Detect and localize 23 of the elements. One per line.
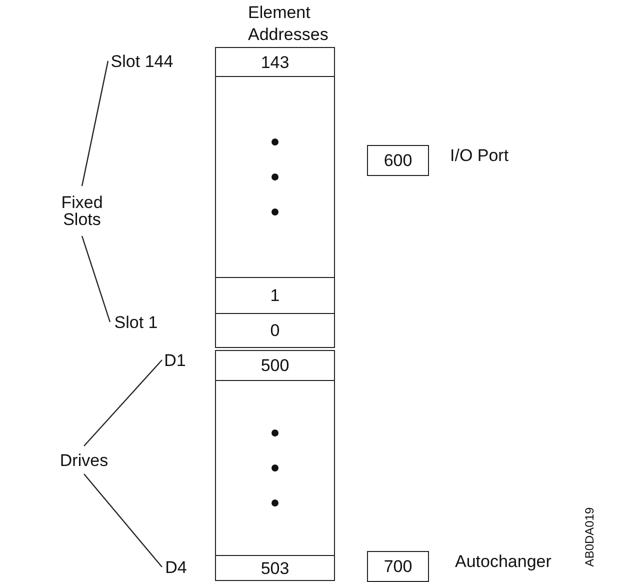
address-box: 143: [215, 47, 335, 77]
leader-line: [84, 474, 162, 568]
address-box: 500: [215, 350, 335, 381]
drive-label: D4: [160, 553, 192, 581]
address-box: 600: [367, 145, 429, 176]
group-label: Fixed Slots: [50, 186, 114, 236]
port-label: I/O Port: [450, 146, 509, 166]
address-box: 0: [215, 313, 335, 348]
address-range-box: [215, 76, 335, 278]
leader-line: [81, 60, 109, 186]
address-box: 700: [367, 551, 429, 582]
address-box: 1: [215, 277, 335, 314]
slot-label: Slot 144: [106, 47, 178, 75]
slot-label: Slot 1: [108, 308, 164, 336]
address-range-box: [215, 380, 335, 556]
leader-line: [84, 360, 162, 446]
leader-line: [81, 236, 111, 322]
column-heading: Element Addresses: [248, 2, 328, 46]
group-label: Drives: [52, 446, 116, 474]
drive-label: D1: [160, 346, 190, 374]
figure-id: AB0DA019: [582, 507, 597, 567]
address-box: 503: [215, 555, 335, 581]
port-label: Autochanger: [455, 552, 552, 572]
